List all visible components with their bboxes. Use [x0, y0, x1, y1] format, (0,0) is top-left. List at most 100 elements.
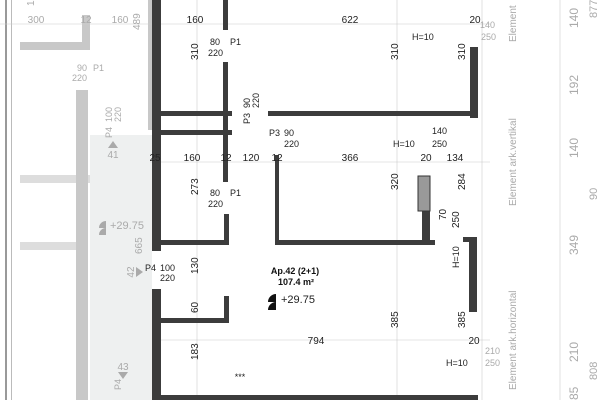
gray-wall — [20, 242, 80, 250]
element-label: Element ark.vertikal — [508, 118, 519, 206]
frame-line — [5, 0, 7, 400]
dim: 120 — [243, 153, 260, 164]
window-height-total: 250 — [485, 358, 500, 368]
dim: 284 — [457, 173, 468, 190]
wall — [152, 395, 478, 400]
window-height: H=10 — [451, 246, 461, 268]
door-tag: P1 — [230, 37, 241, 47]
wall — [470, 47, 478, 118]
arrow-down-icon — [118, 372, 128, 379]
window-height: H=10 — [446, 358, 468, 368]
wall — [152, 289, 161, 400]
dim: 130 — [190, 257, 201, 274]
wall — [463, 237, 477, 242]
wall — [160, 240, 229, 245]
wall — [160, 318, 229, 323]
apartment-name: Ap.42 (2+1) — [271, 266, 319, 276]
dim: 160 — [112, 15, 129, 26]
door-height: 220 — [113, 107, 123, 122]
walls — [152, 0, 478, 400]
door-tag: P3 — [269, 128, 280, 138]
dim: 12 — [220, 153, 232, 164]
corridor-area — [90, 135, 152, 400]
wall — [223, 62, 228, 182]
dim: 385 — [390, 311, 401, 328]
dim: 366 — [342, 153, 359, 164]
dim: 794 — [308, 336, 325, 347]
door-tag: P4 — [113, 379, 123, 390]
frame-line — [11, 0, 12, 400]
window-width: 140 — [432, 126, 447, 136]
stair-number: 41 — [107, 150, 119, 161]
stair-number: 42 — [126, 266, 137, 278]
element-dim: 192 — [567, 75, 581, 95]
window-height: H=10 — [412, 32, 434, 42]
door-width: 80 — [210, 188, 220, 198]
dim: 12 — [80, 15, 92, 26]
gray-wall — [82, 15, 90, 50]
dim: 160 — [184, 153, 201, 164]
door-tag: P1 — [230, 188, 241, 198]
gray-wall — [76, 90, 88, 400]
dim: 489 — [132, 13, 143, 30]
door-height: 220 — [72, 73, 87, 83]
door-height: 220 — [251, 93, 261, 108]
dim: 60 — [190, 301, 201, 313]
arrow-right-icon — [136, 267, 143, 277]
wall — [224, 296, 229, 323]
door-height: 220 — [208, 199, 223, 209]
wall — [152, 0, 161, 251]
door-height: 220 — [160, 273, 175, 283]
wall — [160, 130, 232, 135]
door-width: 80 — [210, 37, 220, 47]
gray-wall — [20, 42, 88, 50]
element-dim: 140 — [567, 8, 581, 28]
element-label: Element — [508, 5, 519, 42]
dim: 250 — [451, 211, 462, 228]
window-height: H=10 — [393, 139, 415, 149]
dim: 665 — [134, 237, 145, 254]
element-dim: 85 — [567, 386, 581, 400]
wall — [268, 111, 478, 116]
wall — [275, 155, 279, 244]
window-height-total: 250 — [432, 139, 447, 149]
level-value: +29.75 — [110, 220, 144, 232]
door-width: 90 — [242, 98, 252, 108]
dim: 273 — [190, 178, 201, 195]
dim: 310 — [190, 43, 201, 60]
door-width: 100 — [104, 107, 114, 122]
dim: 134 — [447, 153, 464, 164]
door-tag: P1 — [93, 63, 104, 73]
dim: 320 — [390, 173, 401, 190]
level-marker-icon — [99, 221, 106, 235]
door-width: 100 — [160, 263, 175, 273]
gray-wall — [148, 0, 154, 130]
wall — [160, 111, 232, 116]
level-marker-icon — [268, 294, 276, 310]
dim: 25 — [149, 153, 161, 164]
window-width: 210 — [485, 346, 500, 356]
element-dim: 210 — [567, 342, 581, 362]
element-dim: 808 — [588, 362, 600, 380]
dim: 20 — [420, 153, 432, 164]
window-height-total: 250 — [481, 32, 496, 42]
door-height: 220 — [284, 139, 299, 149]
door-tag: P4 — [104, 127, 114, 138]
window-width: 140 — [480, 20, 495, 30]
door-tag: P3 — [242, 113, 252, 124]
dim: 20 — [468, 336, 480, 347]
stair-number: 43 — [117, 362, 129, 373]
misc-mark: *** — [235, 372, 246, 382]
wall — [275, 240, 435, 245]
dim: 160 — [187, 15, 204, 26]
element-dim: 90 — [588, 188, 600, 200]
door-tag: P4 — [145, 263, 156, 273]
door-height: 220 — [208, 48, 223, 58]
element-dim: 140 — [567, 138, 581, 158]
dim: 20 — [469, 15, 481, 26]
door-width: 90 — [284, 128, 294, 138]
element-dim: 349 — [567, 235, 581, 255]
element-dim: 877 — [588, 0, 600, 18]
dim: 70 — [438, 208, 449, 220]
